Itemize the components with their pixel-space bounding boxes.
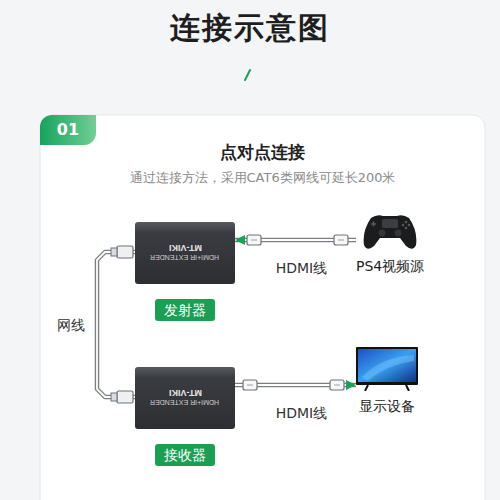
cable-label: HDMI线 [276, 404, 328, 422]
device-tag: 接收器 [155, 444, 215, 466]
extender-housing: MT-VIKIHDMI+IR EXTENDER [135, 367, 235, 429]
signal-connector [97, 252, 135, 397]
cable-plug [334, 235, 348, 245]
receiver-box: MT-VIKIHDMI+IR EXTENDER 接收器 [135, 367, 235, 466]
video-source: PS4视频源 [356, 213, 424, 275]
cable-connector [97, 252, 135, 397]
cable-outer [97, 252, 135, 397]
page-title: 连接示意图 [0, 0, 500, 46]
brand-text: MT-VIKI [169, 242, 202, 253]
brand-text: MT-VIKI [169, 387, 202, 398]
section-subtitle: 通过连接方法，采用CAT6类网线可延长200米 [40, 169, 485, 187]
card-panel [40, 115, 485, 500]
tv-icon [356, 347, 418, 391]
section-heading: 点对点连接 [40, 141, 485, 163]
cable-label: HDMI线 [276, 259, 328, 277]
model-text: HDMI+IR EXTENDER [150, 398, 219, 407]
device-tag: 发射器 [155, 299, 215, 321]
cable-plug [247, 235, 261, 245]
cable-plug [111, 246, 133, 258]
title-accent [245, 70, 250, 80]
signal-connector [235, 240, 356, 241]
signal-connector [235, 385, 356, 386]
cable-inner [97, 252, 135, 397]
cable-plug [111, 391, 133, 403]
card-panel: 01点对点连接通过连接方法，采用CAT6类网线可延长200米MT-VIKIHDM… [40, 115, 485, 500]
transmitter-box: MT-VIKIHDMI+IR EXTENDER 发射器 [135, 222, 235, 321]
cable-plug [330, 380, 344, 390]
extender-housing: MT-VIKIHDMI+IR EXTENDER [135, 222, 235, 284]
device-caption: 显示设备 [356, 397, 418, 415]
section-number: 01 [40, 115, 96, 145]
device-caption: PS4视频源 [356, 257, 424, 275]
cable-plug [243, 380, 257, 390]
model-text: HDMI+IR EXTENDER [150, 253, 219, 262]
gamepad-icon [361, 213, 419, 251]
cable-label: 网线 [57, 316, 85, 334]
display-device: 显示设备 [356, 347, 418, 415]
